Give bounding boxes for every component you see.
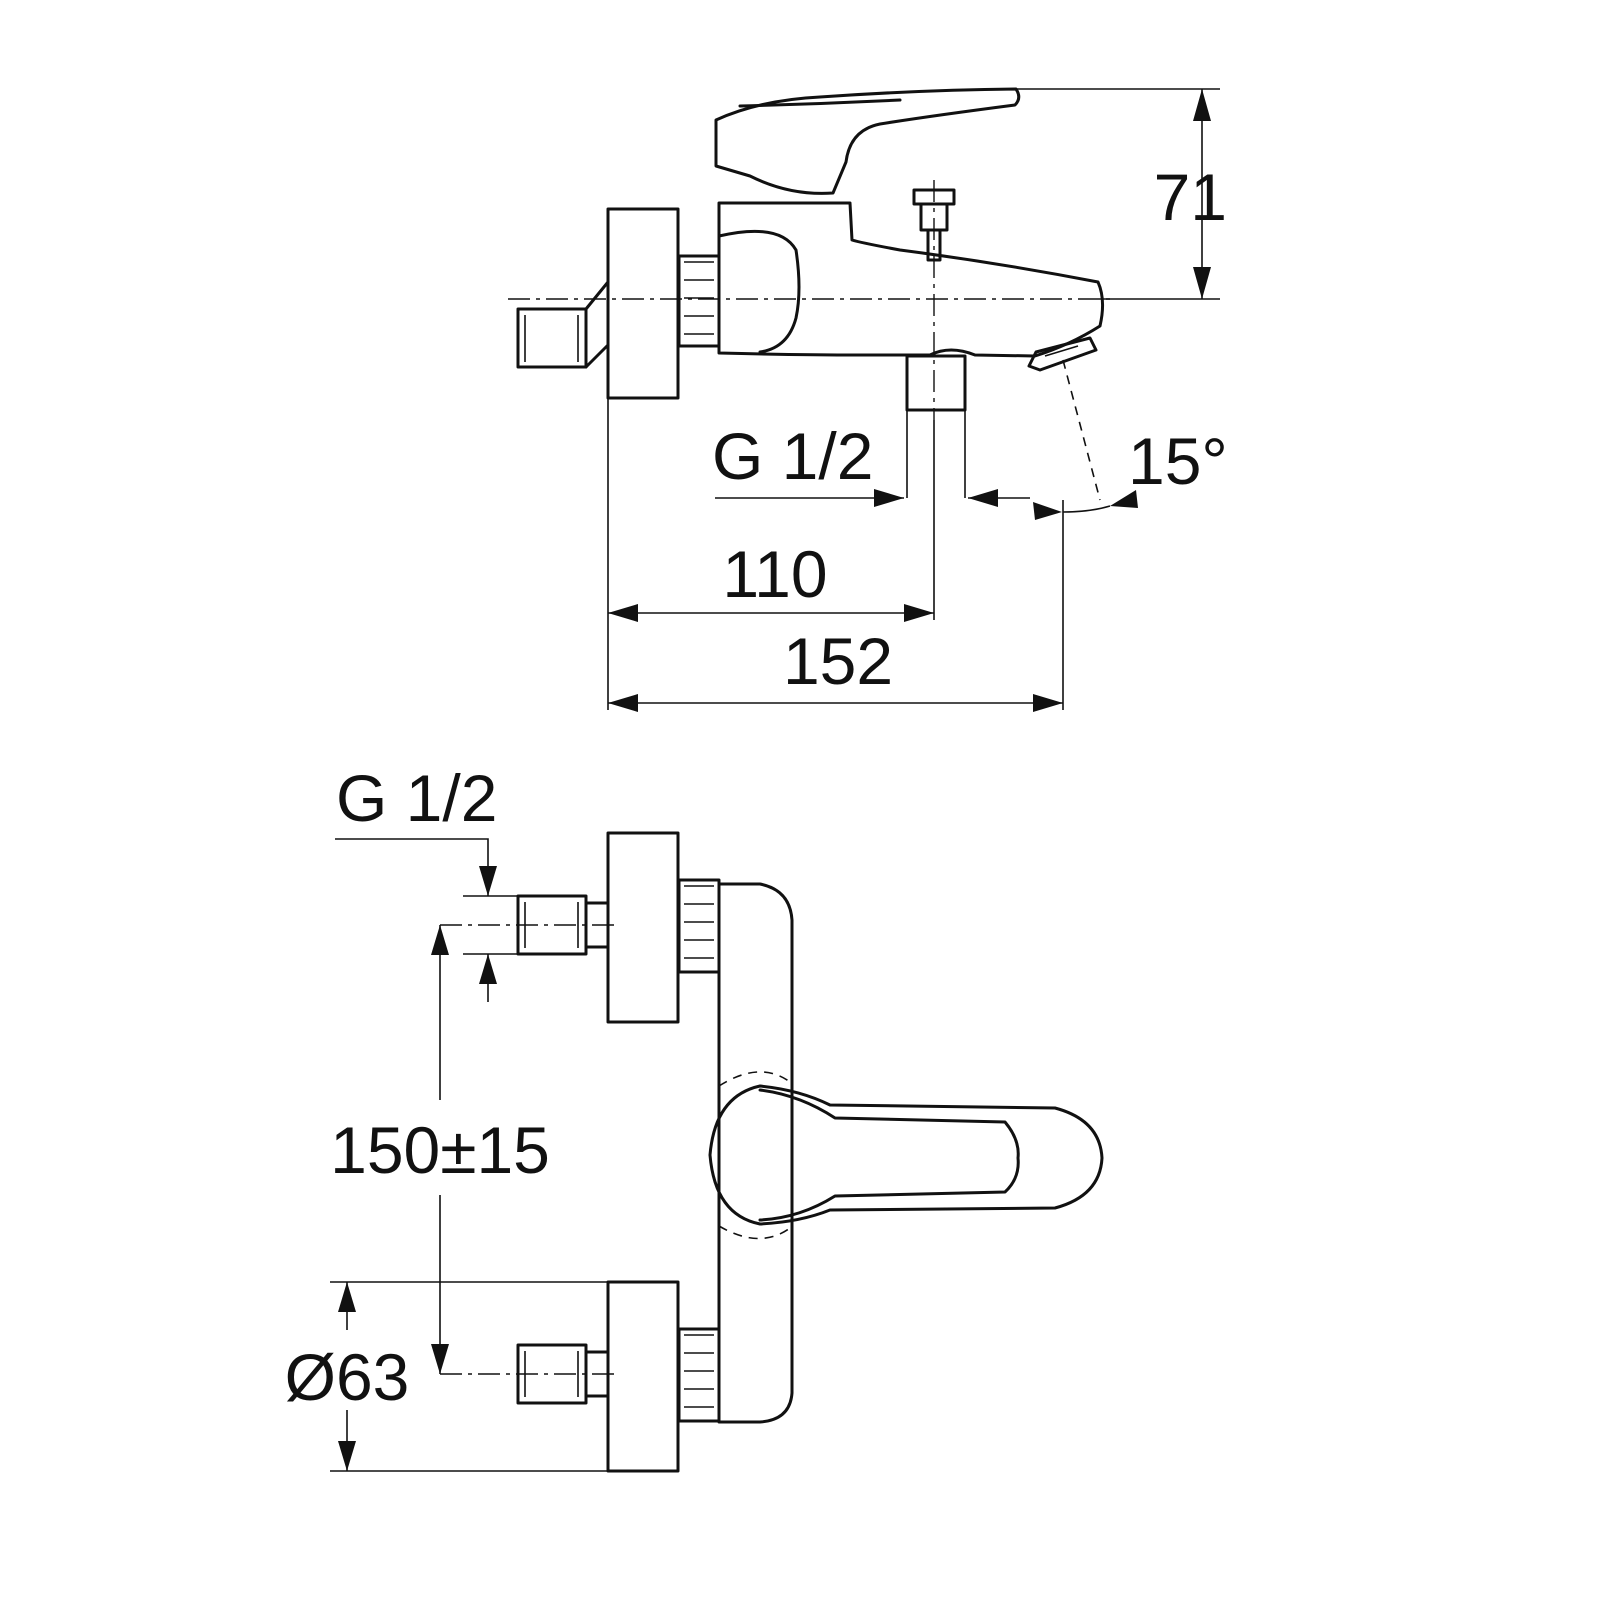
- dim-outlet-thread: G 1/2: [712, 410, 1030, 507]
- side-outlet-connection: [905, 354, 967, 412]
- dim-spacing: 150±15: [330, 925, 550, 1374]
- front-rosette-bottom: [606, 1280, 680, 1473]
- side-view: 71 G 1/2 15° 110 152: [508, 87, 1228, 712]
- dim-angle: 15°: [1033, 424, 1228, 520]
- front-hex-nut-bottom: [677, 1327, 721, 1423]
- dim-height-label: 71: [1154, 160, 1227, 234]
- dim-rosette-label: Ø63: [285, 1340, 410, 1414]
- side-hex-nut: [677, 254, 721, 348]
- dim-inlet-label: G 1/2: [336, 761, 497, 835]
- front-rosette-top: [606, 831, 680, 1024]
- front-view: G 1/2 150±15 Ø63: [285, 761, 1104, 1473]
- side-spout-tip: [1027, 336, 1098, 372]
- dim-inlet-thread: G 1/2: [335, 761, 518, 1002]
- dim-projection-label: 110: [722, 537, 827, 611]
- side-lever-handle: [714, 87, 1021, 195]
- side-mixer-body: [717, 201, 1105, 358]
- dim-overall: 152: [608, 500, 1064, 712]
- dim-rosette: Ø63: [285, 1281, 608, 1472]
- side-rosette: [606, 207, 680, 400]
- dim-outlet-label: G 1/2: [712, 419, 873, 493]
- dim-angle-label: 15°: [1128, 424, 1228, 498]
- dim-spacing-label: 150±15: [330, 1113, 550, 1187]
- side-body-curve: [717, 229, 801, 354]
- side-inlet-pipe: [516, 280, 610, 369]
- dim-overall-label: 152: [783, 624, 893, 698]
- front-mixer-body: [717, 882, 794, 1424]
- dim-height: 71: [1016, 88, 1227, 300]
- dim-projection: 110: [607, 398, 935, 710]
- front-hex-nut-top: [677, 878, 721, 974]
- front-lever-handle: [708, 1084, 1104, 1226]
